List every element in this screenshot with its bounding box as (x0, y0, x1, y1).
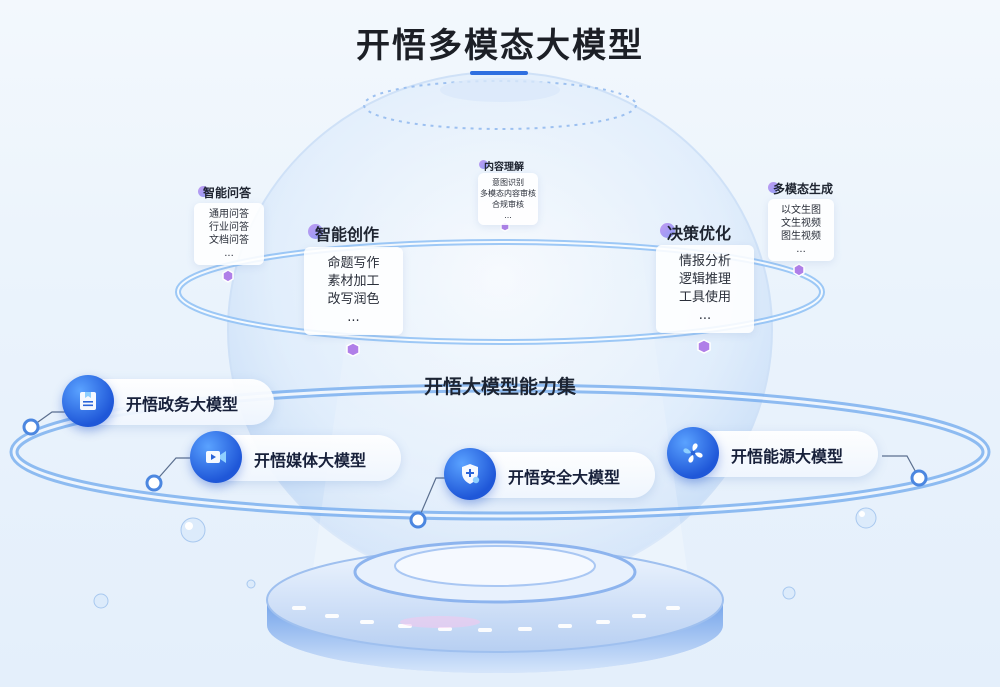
capability-item: ... (224, 248, 234, 259)
bullet-dot-icon (768, 182, 779, 193)
model-security[interactable]: 开悟安全大模型 (444, 448, 655, 500)
capability-item: 情报分析 (678, 254, 731, 269)
bullet-dot-icon (479, 160, 488, 169)
ring-node (910, 469, 928, 487)
capability-decision-optimization-card: 情报分析 逻辑推理 工具使用 ... (656, 245, 754, 333)
video-camera-icon (190, 431, 242, 483)
model-gov-label: 开悟政务大模型 (126, 395, 239, 414)
title-underline (470, 71, 528, 75)
model-media[interactable]: 开悟媒体大模型 (190, 431, 401, 483)
model-media-label: 开悟媒体大模型 (254, 451, 367, 470)
capability-item: 意图识别 (492, 178, 524, 187)
hexagon-marker (793, 263, 805, 277)
capability-item: 工具使用 (678, 290, 731, 305)
capability-item: ... (504, 211, 512, 220)
capability-multimodal-generation-card: 以文生图 文生视频 图生视频 ... (768, 199, 834, 261)
ring-node (409, 511, 427, 529)
capability-item: ... (347, 310, 360, 325)
capability-item: 命题写作 (327, 256, 380, 271)
document-icon (62, 375, 114, 427)
ring-node (145, 474, 163, 492)
model-energy[interactable]: 开悟能源大模型 (667, 427, 878, 479)
capability-set-label: 开悟大模型能力集 (423, 376, 576, 398)
model-energy-label: 开悟能源大模型 (731, 447, 844, 466)
model-security-label: 开悟安全大模型 (508, 468, 621, 487)
capability-item: 多模态内容审核 (480, 189, 536, 198)
droplet (246, 579, 256, 589)
capability-item: 文生视频 (781, 218, 821, 229)
capability-multimodal-generation-title: 多模态生成 (768, 180, 833, 197)
capability-intelligent-qa-title: 智能问答 (198, 184, 251, 201)
capability-item: 图生视频 (781, 231, 821, 242)
page-title: 开悟多模态大模型 (356, 26, 644, 66)
capability-item: 文档问答 (209, 235, 249, 246)
capability-content-understanding-title: 内容理解 (479, 158, 524, 173)
bullet-dot-icon (198, 186, 209, 197)
capability-item: 行业问答 (209, 222, 249, 233)
ring-node (22, 418, 40, 436)
fan-icon (667, 427, 719, 479)
shield-icon (444, 448, 496, 500)
bullet-dot-icon (308, 224, 323, 239)
droplet (782, 586, 796, 600)
capability-item: ... (796, 244, 806, 255)
droplet (93, 593, 109, 609)
capability-item: 合规审核 (492, 200, 524, 209)
capability-content-understanding-card: 意图识别 多模态内容审核 合规审核 ... (478, 173, 538, 225)
capability-decision-optimization-title: 决策优化 (660, 220, 731, 244)
droplet (180, 517, 206, 543)
capability-item: 通用问答 (209, 209, 249, 220)
capability-intelligent-qa-card: 通用问答 行业问答 文档问答 ... (194, 203, 264, 265)
model-gov[interactable]: 开悟政务大模型 (62, 375, 274, 427)
capability-item: ... (698, 308, 712, 323)
capability-item: 改写润色 (327, 292, 380, 307)
hexagon-marker (346, 342, 360, 357)
capability-item: 以文生图 (781, 205, 821, 216)
capability-item: 素材加工 (327, 274, 380, 289)
bullet-dot-icon (660, 223, 675, 238)
hexagon-marker (697, 339, 711, 354)
capability-intelligent-creation-title: 智能创作 (308, 221, 379, 245)
droplet (855, 507, 877, 529)
capability-item: 逻辑推理 (678, 272, 731, 287)
hexagon-marker (222, 269, 234, 283)
capability-intelligent-creation-card: 命题写作 素材加工 改写润色 ... (304, 247, 403, 335)
